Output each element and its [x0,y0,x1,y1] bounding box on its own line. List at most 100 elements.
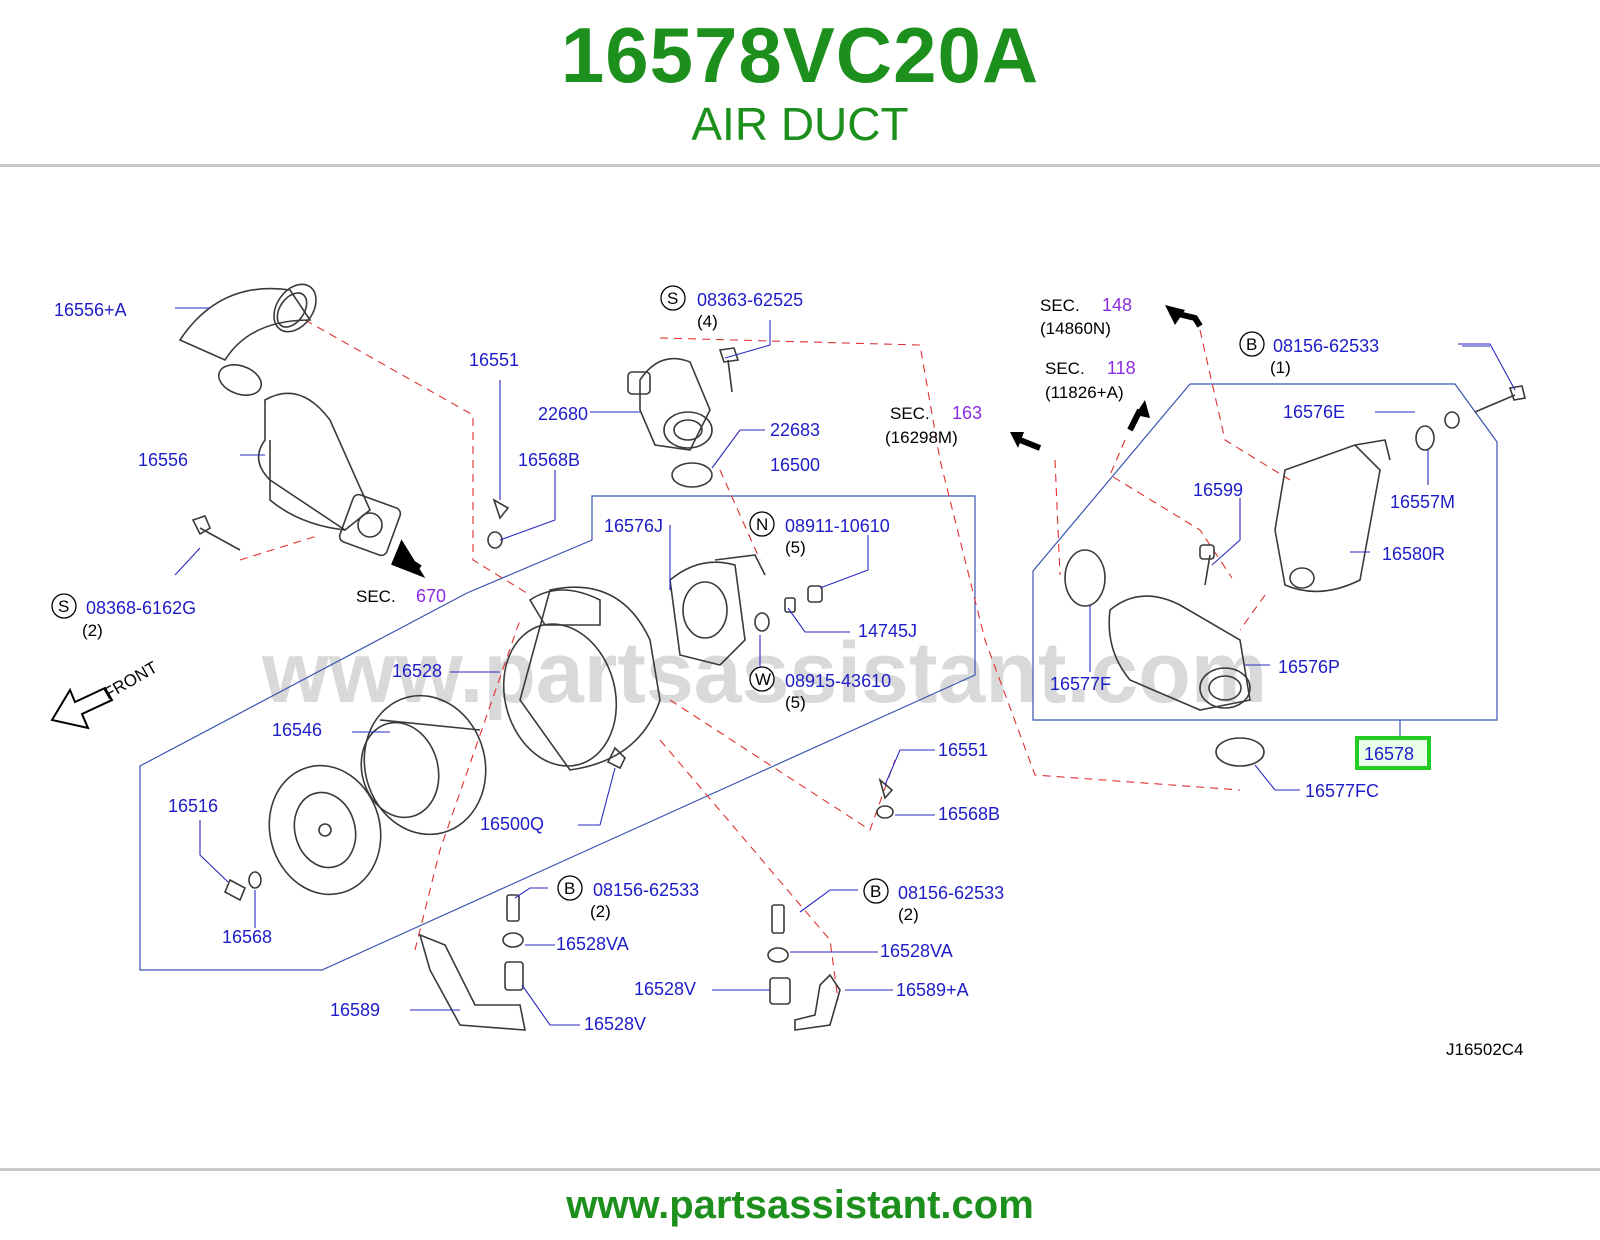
sec-118-num: 118 [1107,358,1136,378]
callout-number: 08911-10610 [785,516,890,536]
label-16556A: 16556+A [54,300,127,320]
label-16551b: 16551 [938,740,988,760]
label-16568Ba: 16568B [518,450,580,470]
callout-qty: (2) [898,905,919,924]
front-indicator: FRONT [50,658,161,730]
label-16576P: 16576P [1278,657,1340,677]
sec-118-prefix: SEC. [1045,359,1085,378]
sec-163-num: 163 [952,403,982,423]
label-16576E: 16576E [1283,402,1345,422]
callout-08368: S 08368-6162G (2) [51,593,196,640]
callout-badge: W [755,670,771,689]
label-16528VAb: 16528VA [880,941,953,961]
highlighted-part-16578[interactable]: 16578 [1355,736,1431,770]
callout-qty: (5) [785,693,806,712]
callout-badge: B [1246,335,1257,354]
callout-number: 08363-62525 [697,290,803,310]
callout-08911: N 08911-10610 (5) [749,511,890,557]
duct-16576P [1108,544,1251,711]
callout-qty: (1) [1270,358,1291,377]
callout-number: 08156-62533 [1273,336,1379,356]
clamp-16577FC [1215,737,1265,767]
label-16557M: 16557M [1390,492,1455,512]
part-name-subtitle: AIR DUCT [691,98,909,150]
sec-148-num: 148 [1102,295,1132,315]
part-number-title: 16578VC20A [560,11,1040,99]
callout-badge: B [870,882,881,901]
label-16576J: 16576J [604,516,663,536]
chamber-22680 [627,357,713,451]
resonator-16580R [1274,439,1391,593]
callout-badge: S [667,289,678,308]
callout-08156-center: B 08156-62533 (2) [863,878,1004,924]
flange-16576J [669,554,766,666]
callout-number: 08156-62533 [593,880,699,900]
label-16568: 16568 [222,927,272,947]
assembly-box-16578 [1032,383,1498,721]
label-16500: 16500 [770,455,820,475]
air-cleaner-16528 [502,586,661,771]
label-14745J: 14745J [858,621,917,641]
sec-670-num: 670 [416,586,446,606]
callout-08363: S 08363-62525 (4) [660,285,803,331]
section-arrows [391,305,1203,579]
callout-badge: N [756,515,768,534]
leader-lines [174,307,1516,1026]
footer-divider [0,1168,1600,1171]
diagram-code: J16502C4 [1446,1040,1524,1059]
label-16528Vb: 16528V [584,1014,646,1034]
intake-tube-16556A [178,283,317,396]
small-hardware [223,498,894,1005]
label-16599: 16599 [1193,480,1243,500]
label-16551a: 16551 [469,350,519,370]
label-22680: 22680 [538,404,588,424]
callout-08156-left: B 08156-62533 (2) [557,875,699,921]
sec-148-ref: (14860N) [1040,319,1111,338]
callout-qty: (4) [697,312,718,331]
label-16528: 16528 [392,661,442,681]
callout-badge: B [564,879,575,898]
bolt-08363 [718,347,740,393]
label-16578: 16578 [1364,744,1414,764]
label-16528VAa: 16528VA [556,934,629,954]
label-16577FC: 16577FC [1305,781,1379,801]
label-22683: 22683 [770,420,820,440]
connection-lines [239,319,1291,1001]
sec-163-ref: (16298M) [885,428,958,447]
intake-tube-16556 [257,392,402,557]
callout-badge: S [58,597,69,616]
label-16589A: 16589+A [896,980,969,1000]
label-16568Bb: 16568B [938,804,1000,824]
callout-qty: (2) [590,902,611,921]
label-16580R: 16580R [1382,544,1445,564]
brackets-16589 [418,933,841,1031]
callout-number: 08915-43610 [785,671,891,691]
label-16577F: 16577F [1050,674,1111,694]
callout-qty: (2) [82,621,103,640]
callout-08156-right: B 08156-62533 (1) [1239,331,1379,377]
callout-number: 08368-6162G [86,598,196,618]
bolt-08368 [191,515,241,551]
callout-number: 08156-62533 [898,883,1004,903]
footer-url[interactable]: www.partsassistant.com [566,1183,1034,1227]
sec-118-ref: (11826+A) [1045,383,1124,402]
badged-callouts: S 08363-62525 (4) N 08911-10610 (5) W 08… [51,285,1379,924]
filter-16546 [360,694,487,836]
callout-08915: W 08915-43610 (5) [749,666,891,712]
header-divider [0,164,1600,167]
sec-670-prefix: SEC. [356,587,396,606]
sec-148-prefix: SEC. [1040,296,1080,315]
front-label: FRONT [101,658,161,704]
callout-qty: (5) [785,538,806,557]
o-ring-22683 [671,462,713,488]
label-16589: 16589 [330,1000,380,1020]
label-16528Va: 16528V [634,979,696,999]
label-16516: 16516 [168,796,218,816]
section-references: SEC. 148 (14860N) SEC. 118 (11826+A) SEC… [356,295,1136,606]
label-16546: 16546 [272,720,322,740]
label-16556: 16556 [138,450,188,470]
cover-16516 [268,764,382,896]
part-labels: 16556+A 16551 16556 22680 22683 16568B 1… [54,300,1455,1034]
bush-16557M [1415,385,1526,451]
